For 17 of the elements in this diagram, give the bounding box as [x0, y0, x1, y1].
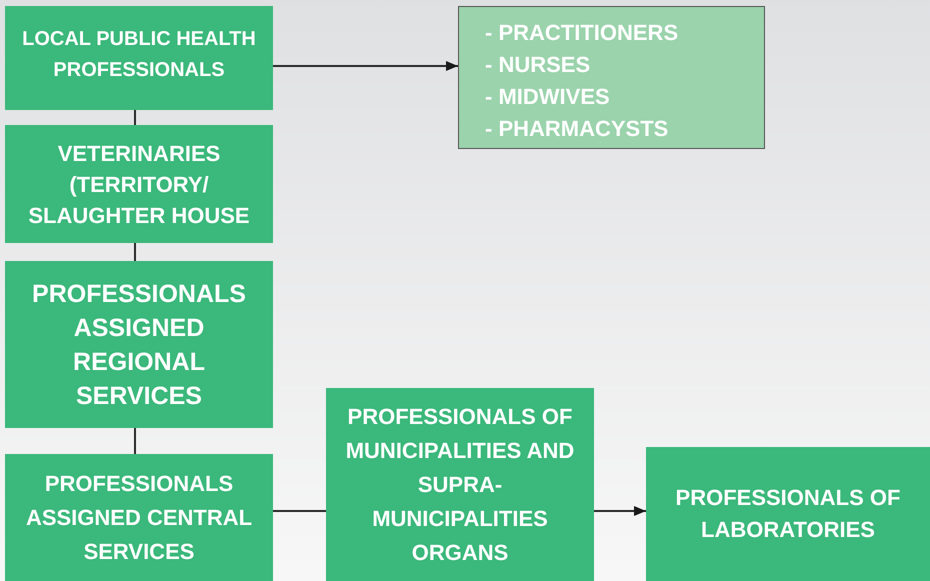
- process-box: PROFESSIONALS OF LABORATORIES: [646, 447, 930, 581]
- list-item: - PHARMACYSTS: [485, 115, 670, 143]
- process-box: PROFESSIONALS ASSIGNED CENTRAL SERVICES: [5, 454, 273, 581]
- connector-line: [134, 110, 136, 125]
- list-box: [458, 6, 765, 149]
- arrow: [594, 506, 646, 516]
- connector-line: [273, 510, 326, 512]
- list-item: - PRACTITIONERS: [485, 19, 680, 47]
- process-box: PROFESSIONALS OF MUNICIPALITIES AND SUPRA-MUNICIPALITIES ORGANS: [326, 388, 594, 581]
- process-box: LOCAL PUBLIC HEALTH PROFESSIONALS: [5, 6, 273, 110]
- connector-line: [134, 243, 136, 261]
- connector-line: [134, 428, 136, 454]
- list-item: - MIDWIVES: [485, 83, 611, 111]
- list-item: - NURSES: [485, 51, 592, 79]
- process-box: VETERINARIES (TERRITORY/ SLAUGHTER HOUSE: [5, 125, 273, 243]
- arrow: [273, 61, 458, 71]
- process-box: PROFESSIONALS ASSIGNED REGIONAL SERVICES: [5, 261, 273, 428]
